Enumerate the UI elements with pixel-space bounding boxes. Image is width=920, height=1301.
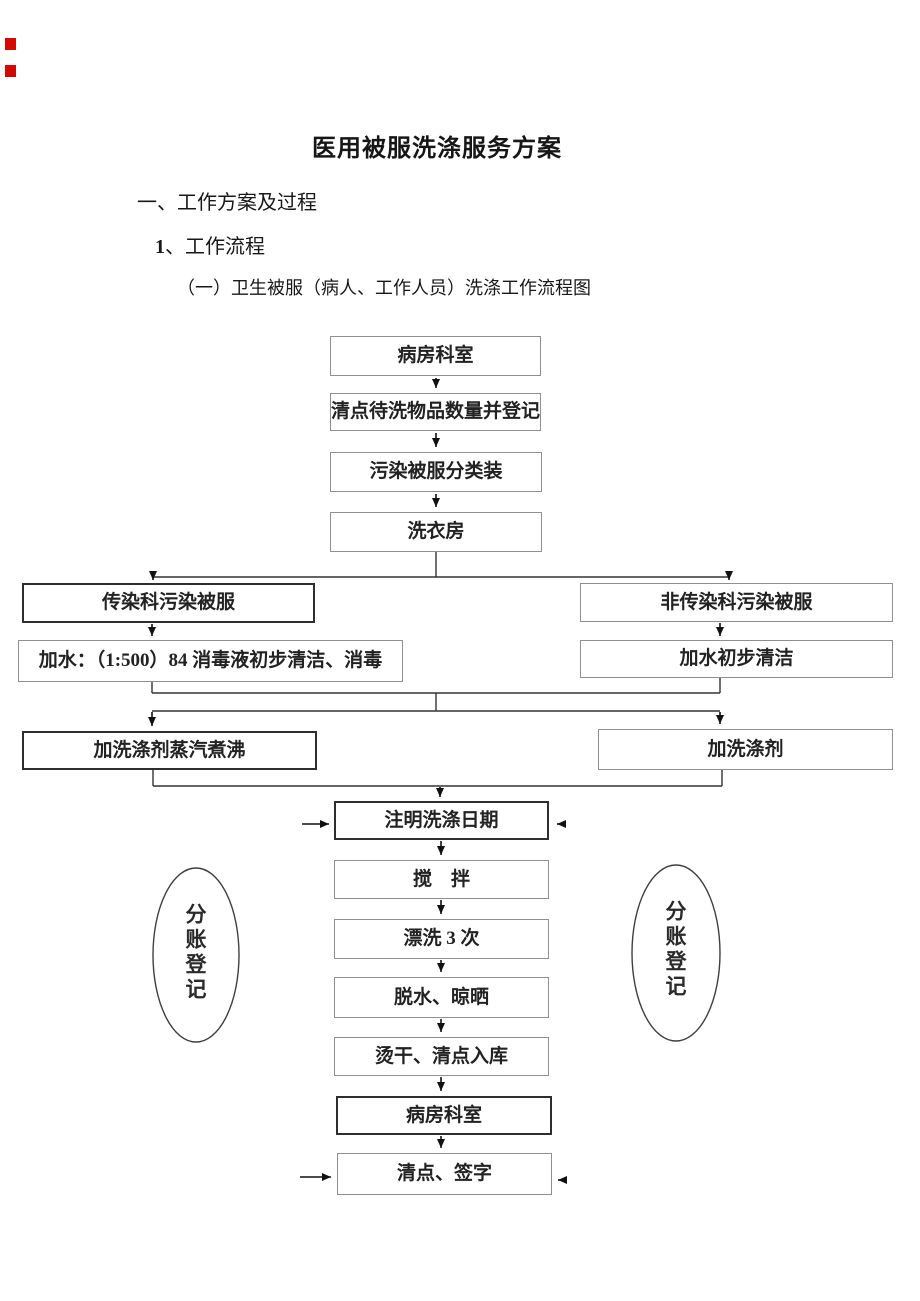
flow-node-count-sign: 清点、签字	[337, 1153, 552, 1195]
ledger-ellipse-right	[631, 864, 721, 1042]
flow-node-non-infectious: 非传染科污染被服	[580, 583, 893, 622]
heading-work-flow: 1、工作流程	[155, 230, 265, 259]
heading-text: 、工作流程	[165, 236, 265, 258]
flow-node-laundry-room: 洗衣房	[330, 512, 542, 552]
ledger-label-right: 分账登记	[663, 900, 687, 1000]
merge-bus-lower	[152, 770, 723, 787]
flow-node-mark-date: 注明洗涤日期	[334, 801, 549, 840]
ledger-ellipse-left	[152, 867, 240, 1043]
red-annotation-mark	[5, 65, 16, 77]
flow-node-disinfect: 加水：（1:500）84 消毒液初步清洁、消毒	[18, 640, 403, 682]
heading-number: 1	[155, 236, 165, 258]
flow-node-boil: 加洗涤剂蒸汽煮沸	[22, 731, 317, 770]
flow-node-rinse: 漂洗 3 次	[334, 919, 549, 959]
flow-node-infectious: 传染科污染被服	[22, 583, 315, 623]
ledger-label-left: 分账登记	[183, 903, 207, 1003]
split-bus	[153, 552, 729, 578]
heading-flowchart-caption: （一）卫生被服（病人、工作人员）洗涤工作流程图	[177, 278, 591, 298]
page-title: 医用被服洗涤服务方案	[312, 136, 562, 162]
flow-node-iron-store: 烫干、清点入库	[334, 1037, 549, 1076]
merge-bus-upper	[151, 678, 721, 712]
flow-node-ward-top: 病房科室	[330, 336, 541, 376]
flow-node-dewater-dry: 脱水、晾晒	[334, 977, 549, 1018]
flow-node-sort-pack: 污染被服分类装	[330, 452, 542, 492]
flow-node-stir: 搅 拌	[334, 860, 549, 899]
flow-node-add-detergent: 加洗涤剂	[598, 729, 893, 770]
flow-node-add-water: 加水初步清洁	[580, 640, 893, 678]
heading-work-plan: 一、工作方案及过程	[137, 192, 317, 214]
flow-node-ward-bottom: 病房科室	[336, 1096, 552, 1135]
flow-node-count-register: 清点待洗物品数量并登记	[330, 393, 541, 431]
red-annotation-mark	[5, 38, 16, 50]
